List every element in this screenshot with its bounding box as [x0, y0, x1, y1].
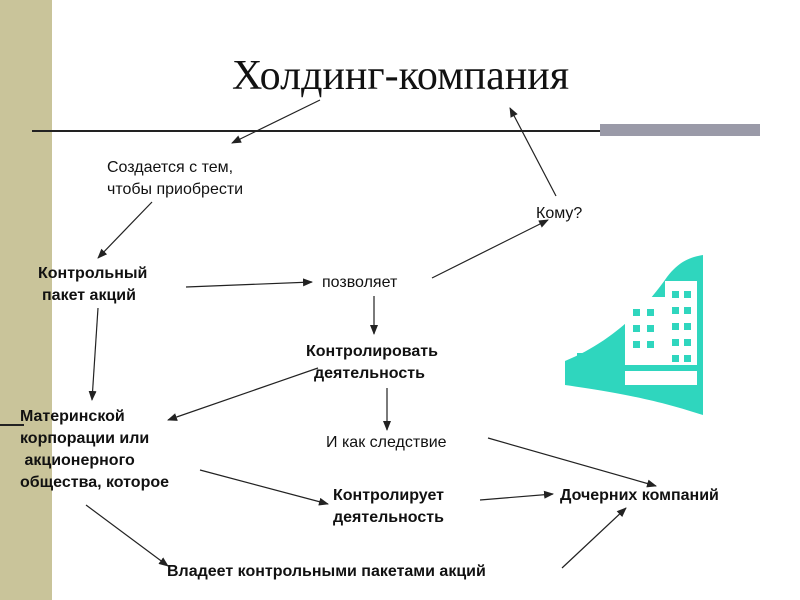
node-created-line-2: чтобы приобрести [107, 181, 244, 198]
side-divider [0, 424, 24, 426]
arrow-whom-to-title [509, 107, 557, 197]
arrow-activity-to-parent [167, 367, 319, 421]
node-controls-line-1: Контролирует [333, 487, 444, 504]
node-parent-line-2: корпорации или [20, 430, 150, 447]
node-parent-line-1: Материнской [20, 408, 125, 425]
diagram-title: Холдинг-компания [232, 53, 570, 99]
divider-accent-bar [600, 124, 760, 136]
title-divider [32, 130, 760, 132]
node-control-block-line-1: Контрольный [38, 265, 148, 282]
node-whom: Кому? [536, 205, 583, 222]
node-controls-line-2: деятельность [333, 509, 444, 526]
node-subsidiaries: Дочерних компаний [560, 487, 719, 504]
arrow-consequence-to-subsidiaries [487, 437, 657, 488]
arrow-controls-to-subsidiaries [479, 490, 554, 501]
arrow-created-to-block [97, 201, 153, 259]
node-control-activity-line-1: Контролировать [306, 343, 438, 360]
arrow-parent-to-controls [199, 469, 329, 506]
node-owns: Владеет контрольными пакетами акций [167, 563, 486, 580]
arrow-owns-to-subsidiaries [561, 507, 627, 569]
node-allows: позволяет [322, 274, 398, 291]
node-controls: Контролирует деятельность [333, 485, 444, 529]
building-icon [565, 255, 703, 415]
node-created: Создается с тем, чтобы приобрести [107, 157, 243, 201]
node-control-activity-line-2: деятельность [314, 365, 425, 382]
node-parent-line-4: общества, которое [20, 474, 170, 491]
arrow-block-to-allows [185, 278, 313, 288]
arrow-block-to-parent [88, 307, 99, 401]
arrow-title-to-created [231, 99, 321, 144]
decorative-side-bar [0, 0, 52, 600]
arrow-parent-to-owns [85, 504, 169, 567]
node-created-line-1: Создается с тем, [107, 159, 234, 176]
node-consequence: И как следствие [326, 434, 447, 451]
node-control-block: Контрольный пакет акций [38, 263, 147, 307]
arrow-allows-to-whom [431, 219, 549, 279]
node-control-activity: Контролировать деятельность [306, 341, 438, 385]
node-parent-line-3: акционерного [20, 452, 135, 469]
node-parent: Материнской корпорации или акционерного … [20, 406, 169, 494]
node-control-block-line-2: пакет акций [42, 287, 136, 304]
